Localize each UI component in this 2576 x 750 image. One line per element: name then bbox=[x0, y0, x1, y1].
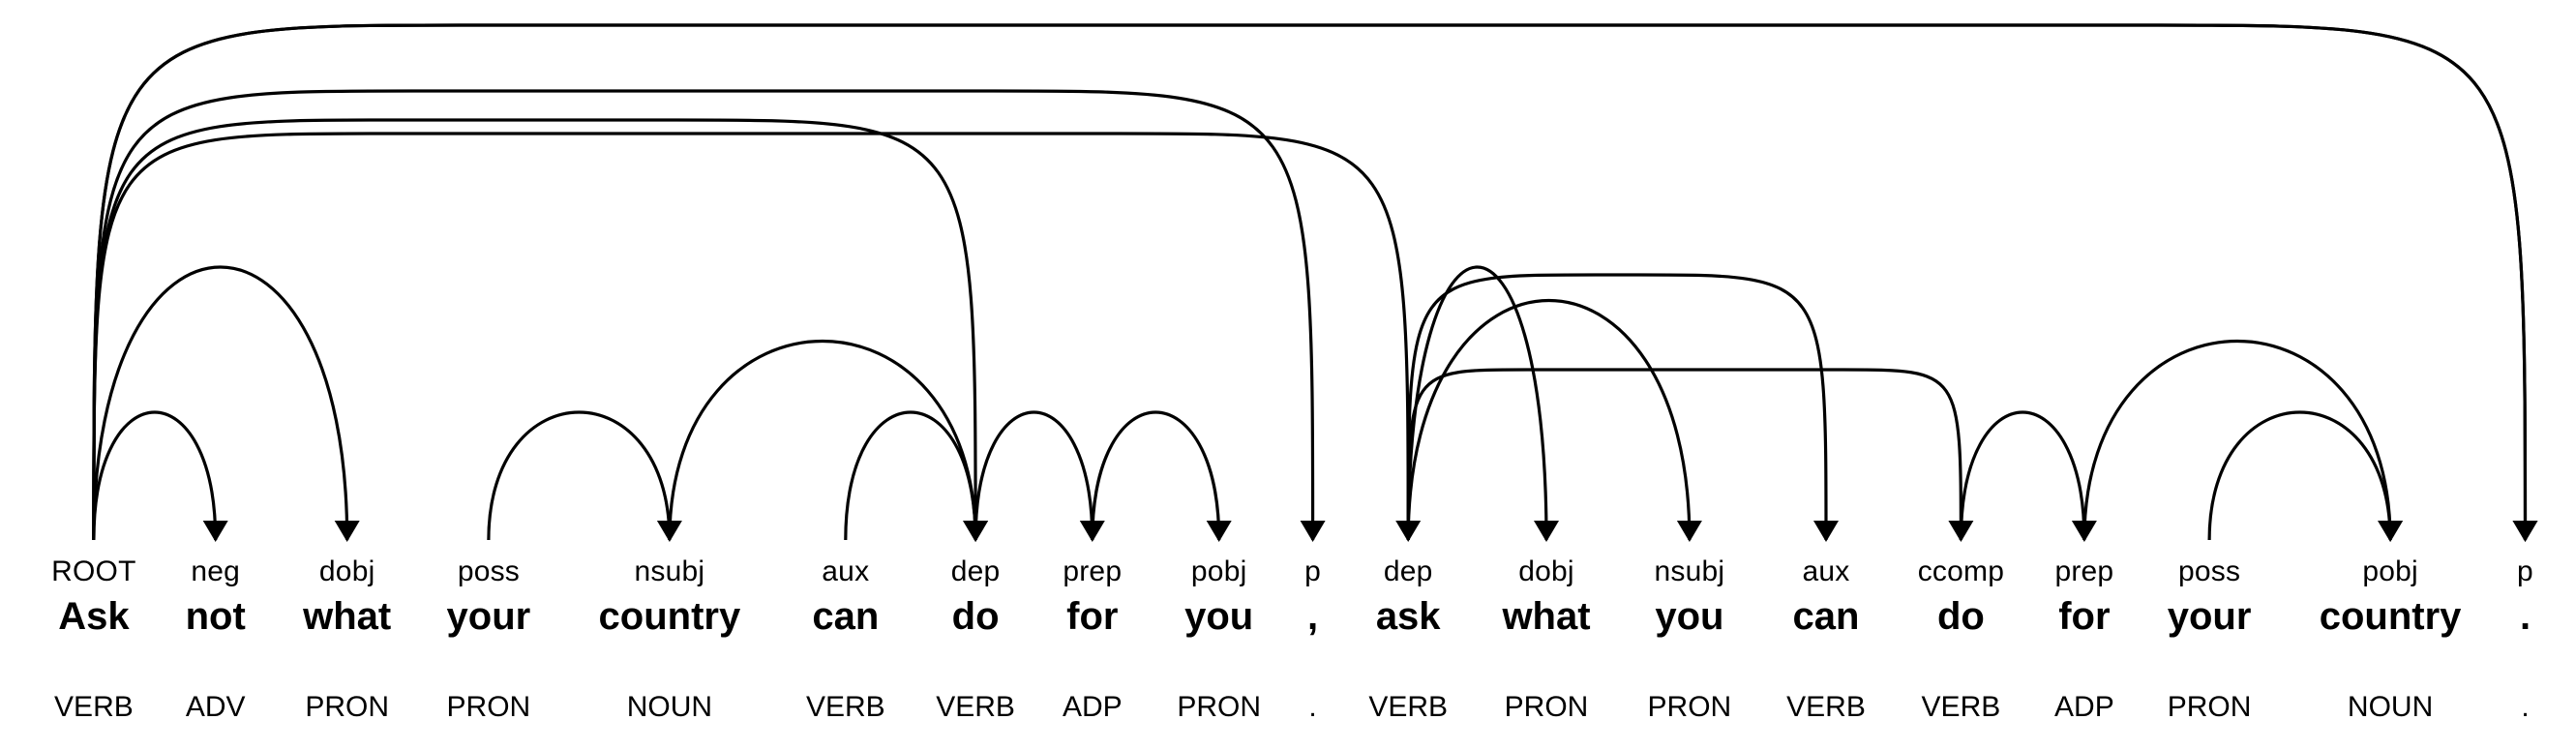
token-pos-tag-3: PRON bbox=[447, 691, 531, 723]
dep-arrowhead-pobj-17 bbox=[2378, 521, 2404, 542]
dep-arrowhead-pobj-8 bbox=[1206, 521, 1232, 542]
token-pos-tag-11: PRON bbox=[1505, 691, 1589, 723]
dep-arc-pobj-8 bbox=[1091, 410, 1221, 541]
token-pos-tag-0: VERB bbox=[54, 691, 134, 723]
dep-arc-p-9 bbox=[92, 89, 1315, 541]
token-pos-tag-1: ADV bbox=[186, 691, 246, 723]
token-pos-tag-4: NOUN bbox=[627, 691, 712, 723]
token-word-18[interactable]: . bbox=[2520, 595, 2531, 638]
token-pos-tag-9: . bbox=[1308, 691, 1316, 723]
token-pos-tag-10: VERB bbox=[1368, 691, 1448, 723]
dep-arc-aux-5 bbox=[844, 410, 977, 541]
dep-arc-poss-16 bbox=[2207, 410, 2392, 541]
dep-arrowhead-dobj-11 bbox=[1534, 521, 1559, 542]
dep-arc-prep-7 bbox=[973, 410, 1094, 541]
token-pos-tag-18: . bbox=[2521, 691, 2529, 723]
token-pos-tag-13: VERB bbox=[1786, 691, 1866, 723]
token-pos-tag-6: VERB bbox=[936, 691, 1015, 723]
dep-arc-prep-15 bbox=[1959, 410, 2086, 541]
arcs-layer bbox=[92, 23, 2538, 542]
dep-arrowhead-neg-1 bbox=[202, 521, 228, 542]
dep-arc-nsubj-12 bbox=[1406, 299, 1692, 541]
dep-arrowhead-dobj-2 bbox=[334, 521, 360, 542]
token-pos-tag-17: NOUN bbox=[2348, 691, 2433, 723]
token-word-13[interactable]: can bbox=[1793, 595, 1860, 638]
token-word-7[interactable]: for bbox=[1066, 595, 1118, 638]
dep-label-pobj-17: pobj bbox=[2362, 555, 2418, 587]
dep-arc-pobj-17 bbox=[2082, 339, 2392, 541]
dep-label-dobj-11: dobj bbox=[1518, 555, 1574, 587]
dep-arrowhead-p-9 bbox=[1300, 521, 1326, 542]
dep-label-aux-5: aux bbox=[822, 555, 869, 587]
token-pos-tag-8: PRON bbox=[1177, 691, 1261, 723]
token-word-2[interactable]: what bbox=[302, 595, 391, 638]
dep-label-prep-15: prep bbox=[2054, 555, 2113, 587]
dep-label-poss-3: poss bbox=[458, 555, 520, 587]
token-word-1[interactable]: not bbox=[186, 595, 246, 638]
token-word-15[interactable]: for bbox=[2058, 595, 2110, 638]
dep-arc-poss-3 bbox=[487, 410, 672, 541]
dep-label-dobj-2: dobj bbox=[319, 555, 375, 587]
token-word-0[interactable]: Ask bbox=[58, 595, 130, 638]
dep-label-nsubj-4: nsubj bbox=[635, 555, 705, 587]
dep-arc-aux-13 bbox=[1406, 273, 1828, 541]
dep-arc-dep-6 bbox=[92, 118, 977, 541]
token-word-8[interactable]: you bbox=[1184, 595, 1253, 638]
dep-label-aux-13: aux bbox=[1803, 555, 1850, 587]
dep-label-nsubj-12: nsubj bbox=[1655, 555, 1725, 587]
dep-arrowhead-aux-13 bbox=[1813, 521, 1839, 542]
dep-arc-nsubj-4 bbox=[668, 339, 977, 541]
dep-arc-ccomp-14 bbox=[1406, 368, 1962, 541]
token-pos-tag-15: ADP bbox=[2054, 691, 2114, 723]
dep-label-neg-1: neg bbox=[191, 555, 240, 587]
dep-arc-dobj-2 bbox=[92, 265, 349, 541]
token-word-5[interactable]: can bbox=[812, 595, 879, 638]
token-word-10[interactable]: ask bbox=[1376, 595, 1441, 638]
dep-label-dep-10: dep bbox=[1384, 555, 1433, 587]
dep-arc-dep-10 bbox=[92, 132, 1410, 541]
token-word-14[interactable]: do bbox=[1937, 595, 1985, 638]
token-pos-tag-7: ADP bbox=[1063, 691, 1123, 723]
dep-label-ccomp-14: ccomp bbox=[1918, 555, 2004, 587]
dep-arc-p-18 bbox=[92, 23, 2528, 541]
token-pos-tag-16: PRON bbox=[2168, 691, 2252, 723]
dep-arrowhead-p-18 bbox=[2512, 521, 2538, 542]
dep-label-dep-6: dep bbox=[951, 555, 1001, 587]
token-word-4[interactable]: country bbox=[599, 595, 741, 638]
token-word-6[interactable]: do bbox=[952, 595, 1000, 638]
token-word-3[interactable]: your bbox=[447, 595, 531, 638]
arc-labels-layer: ROOT neg dobj poss nsubj aux dep prep pobj p dep do… bbox=[51, 555, 2533, 587]
dep-label-poss-16: poss bbox=[2178, 555, 2240, 587]
token-word-16[interactable]: your bbox=[2168, 595, 2252, 638]
token-word-11[interactable]: what bbox=[1501, 595, 1590, 638]
dep-arc-neg-1 bbox=[92, 410, 218, 541]
dep-label-prep-7: prep bbox=[1063, 555, 1122, 587]
dep-label-p-18: p bbox=[2517, 555, 2533, 587]
token-pos-tag-14: VERB bbox=[1922, 691, 2001, 723]
dep-label-pobj-8: pobj bbox=[1191, 555, 1247, 587]
dep-arrowhead-nsubj-12 bbox=[1676, 521, 1702, 542]
dep-label-p-9: p bbox=[1304, 555, 1321, 587]
dep-label-root-0: ROOT bbox=[51, 555, 135, 587]
token-pos-tag-12: PRON bbox=[1648, 691, 1732, 723]
token-word-12[interactable]: you bbox=[1655, 595, 1723, 638]
token-word-9[interactable]: , bbox=[1307, 595, 1318, 638]
token-pos-tag-2: PRON bbox=[305, 691, 389, 723]
token-pos-tag-5: VERB bbox=[806, 691, 885, 723]
token-word-17[interactable]: country bbox=[2320, 595, 2462, 638]
